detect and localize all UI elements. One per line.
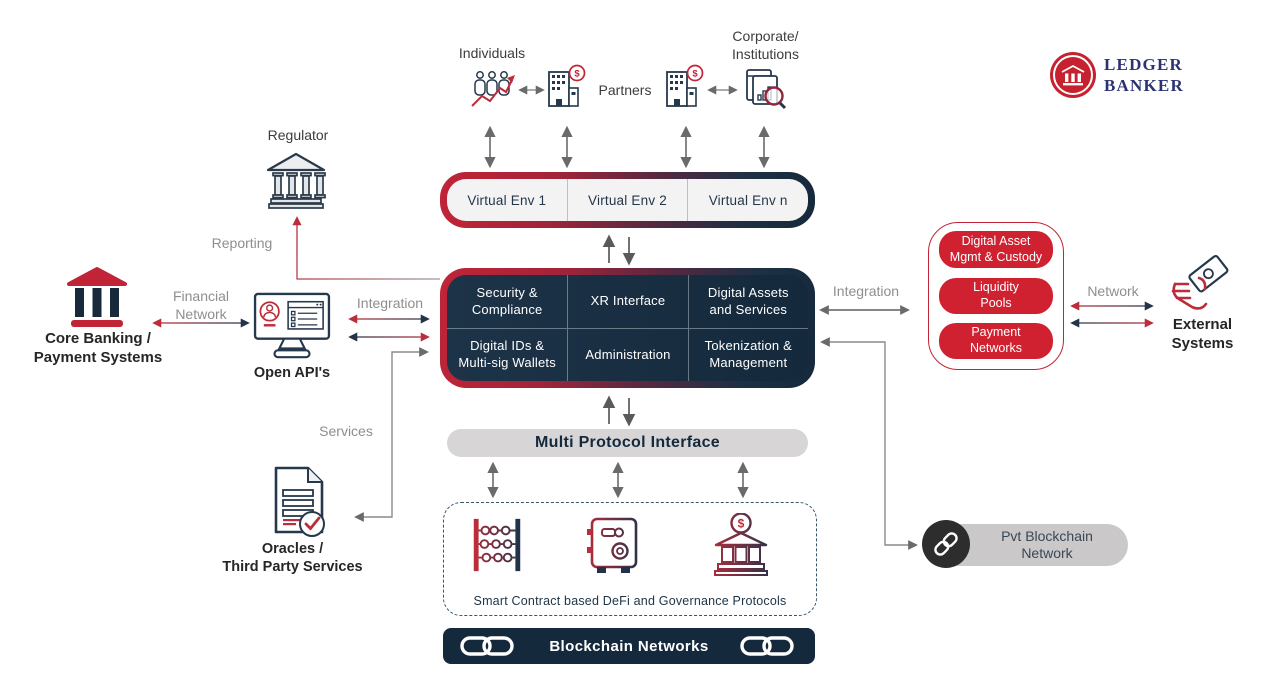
corporate-reports-icon xyxy=(746,69,786,110)
safe-icon xyxy=(587,517,638,573)
reporting-label: Reporting xyxy=(211,235,273,251)
right-integration-label: Integration xyxy=(832,283,900,299)
network-arrows xyxy=(1070,301,1154,328)
open-apis-icon xyxy=(253,292,331,359)
blockchain-networks-bar: Blockchain Networks xyxy=(443,628,815,664)
chain-icon-right xyxy=(740,636,794,656)
logo-wordmark: LEDGER BANKER xyxy=(1104,54,1184,96)
logo-line1: LEDGER xyxy=(1104,55,1183,74)
multi-protocol-interface: Multi Protocol Interface xyxy=(447,429,808,457)
virtual-env-box: Virtual Env 1 Virtual Env 2 Virtual Env … xyxy=(440,172,815,228)
svg-text:$: $ xyxy=(574,69,580,80)
core-banking-icon xyxy=(67,267,127,327)
virtualenv-core-arrows xyxy=(602,234,636,266)
cell-security-compliance: Security & Compliance xyxy=(471,284,543,317)
core-banking-label: Core Banking / Payment Systems xyxy=(33,330,163,366)
network-label: Network xyxy=(1087,283,1139,299)
cell-administration: Administration xyxy=(567,328,688,381)
pill-liquidity-pools: Liquidity Pools xyxy=(939,278,1053,314)
cell-tokenization: Tokenization & Management xyxy=(687,328,808,381)
svg-text:$: $ xyxy=(692,69,698,80)
cell-xr-interface: XR Interface xyxy=(567,275,687,328)
pvt-chain-icon xyxy=(922,520,970,568)
regulator-icon xyxy=(266,152,326,209)
corporate-label: Corporate/ Institutions xyxy=(732,28,799,62)
partner-building-icon-right: $ xyxy=(666,64,704,107)
oracles-label: Oracles / Third Party Services xyxy=(222,541,363,576)
pvt-blockchain-connector xyxy=(820,337,918,550)
blockchain-networks-label: Blockchain Networks xyxy=(549,637,709,655)
core-mpi-arrows xyxy=(602,395,636,427)
virtual-env-1: Virtual Env 1 xyxy=(467,192,547,208)
core-platform-box: Security & Compliance XR Interface Digit… xyxy=(440,268,815,388)
pill-payment-networks: Payment Networks xyxy=(939,323,1053,359)
actors-virtualenv-arrows xyxy=(484,125,770,169)
financial-network-label: Financial Network xyxy=(172,288,230,322)
logo-line2: BANKER xyxy=(1104,76,1184,95)
left-integration-label: Integration xyxy=(356,295,424,311)
defi-caption: Smart Contract based DeFi and Governance… xyxy=(473,594,787,608)
svg-text:$: $ xyxy=(738,517,745,531)
oracles-icon xyxy=(274,466,325,537)
left-integration-arrows xyxy=(348,314,430,342)
external-systems-label: External Systems xyxy=(1171,316,1234,352)
cell-digital-assets: Digital Assets and Services xyxy=(687,275,808,328)
mpi-defi-arrows xyxy=(487,461,749,499)
partner-building-icon-left: $ xyxy=(548,64,586,107)
bank-dollar-icon: $ xyxy=(714,513,768,576)
partners-label: Partners xyxy=(598,82,652,98)
services-container: Digital Asset Mgmt & Custody Liquidity P… xyxy=(928,222,1064,370)
virtual-env-2: Virtual Env 2 xyxy=(566,179,688,221)
pill-digital-asset-custody: Digital Asset Mgmt & Custody xyxy=(939,231,1053,268)
reporting-connector xyxy=(292,216,440,280)
abacus-icon xyxy=(473,518,521,572)
services-connector xyxy=(354,347,429,522)
open-apis-label: Open API's xyxy=(253,365,331,381)
logo-bank-icon xyxy=(1050,52,1096,98)
logo: LEDGER BANKER xyxy=(1050,52,1184,98)
regulator-label: Regulator xyxy=(267,127,329,143)
external-systems-icon xyxy=(1171,254,1229,310)
virtual-env-n: Virtual Env n xyxy=(687,179,808,221)
services-label: Services xyxy=(319,423,373,439)
individuals-icon xyxy=(471,71,515,107)
defi-box: $ Smart Contract based DeFi and Governan… xyxy=(443,502,817,616)
individuals-label: Individuals xyxy=(458,45,526,61)
chain-icon-left xyxy=(460,636,514,656)
cell-digital-ids: Digital IDs & Multi-sig Wallets xyxy=(447,328,568,381)
